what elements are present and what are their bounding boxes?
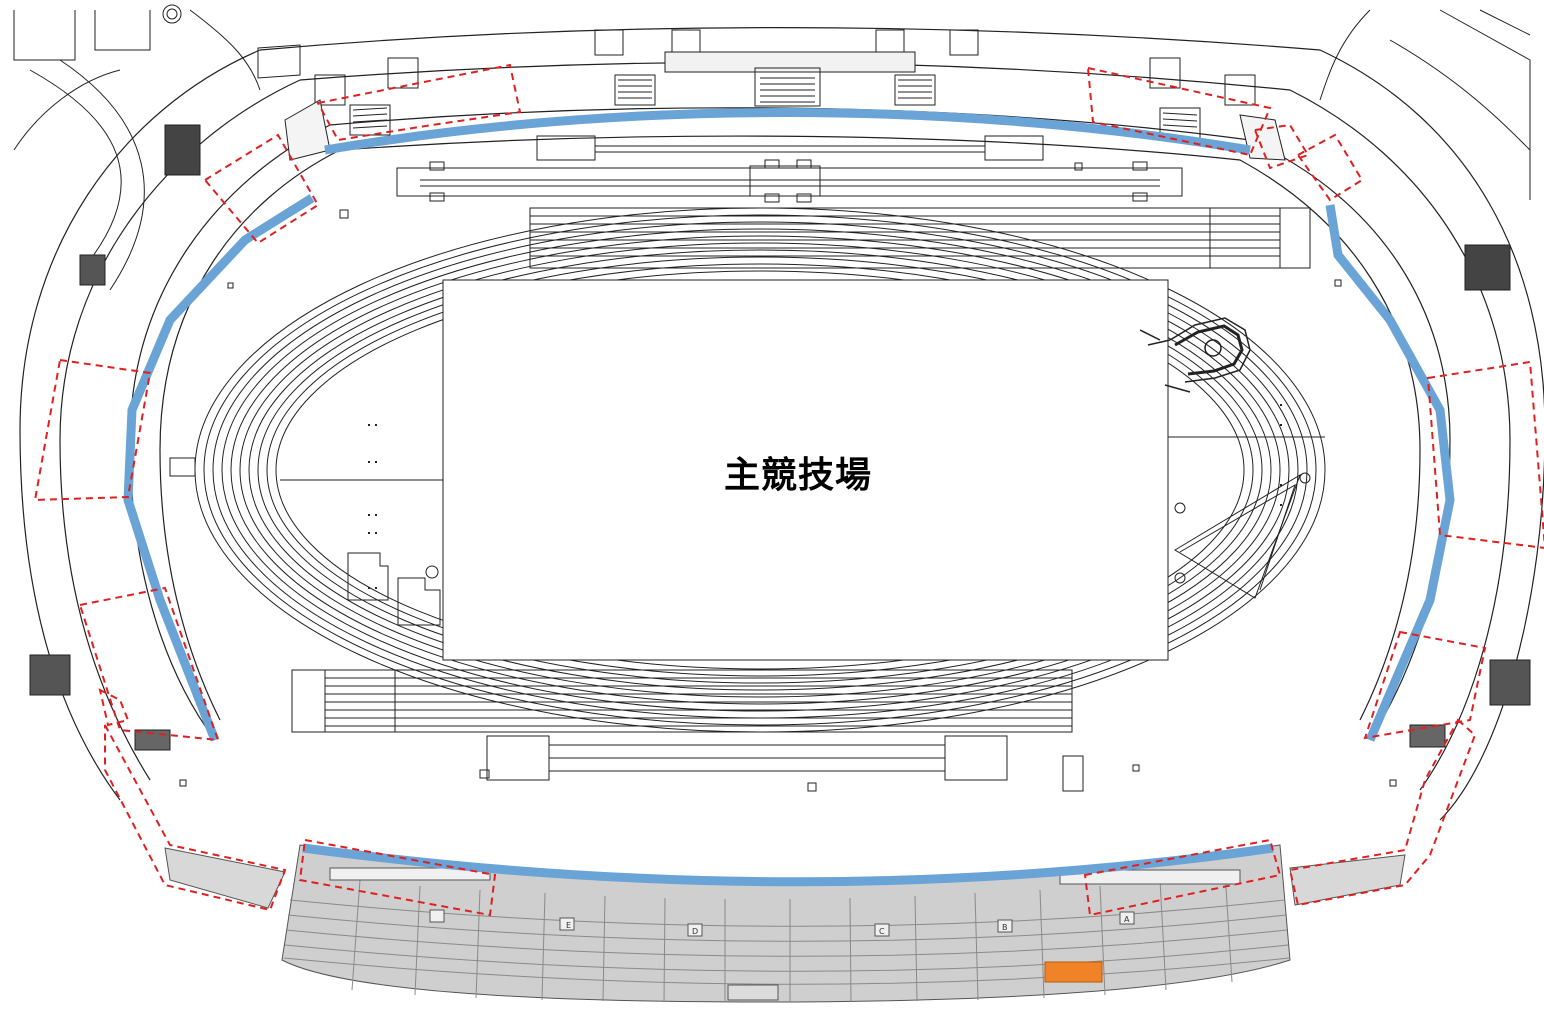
section-label-e: E	[566, 921, 571, 930]
section-label-d: D	[692, 927, 698, 936]
restricted-areas	[33, 63, 1544, 917]
walkway-highlight	[123, 108, 1455, 742]
south-field-structures	[479, 735, 1140, 792]
selected-seat-block[interactable]	[1044, 961, 1103, 983]
stadium-shell	[19, 26, 1544, 821]
section-label-b: B	[1002, 923, 1008, 932]
north-stand-structures	[257, 29, 1286, 161]
stairs	[29, 124, 1531, 751]
section-label-c: C	[879, 927, 885, 936]
north-field-structures	[339, 135, 1183, 219]
steeplechase-structure	[1139, 317, 1251, 393]
main-field-title: 主競技場	[723, 455, 872, 496]
misc-markers	[179, 279, 1397, 787]
infield	[169, 279, 1325, 661]
surroundings	[13, 4, 1531, 291]
section-label-a: A	[1124, 915, 1130, 924]
running-track	[194, 207, 1326, 733]
